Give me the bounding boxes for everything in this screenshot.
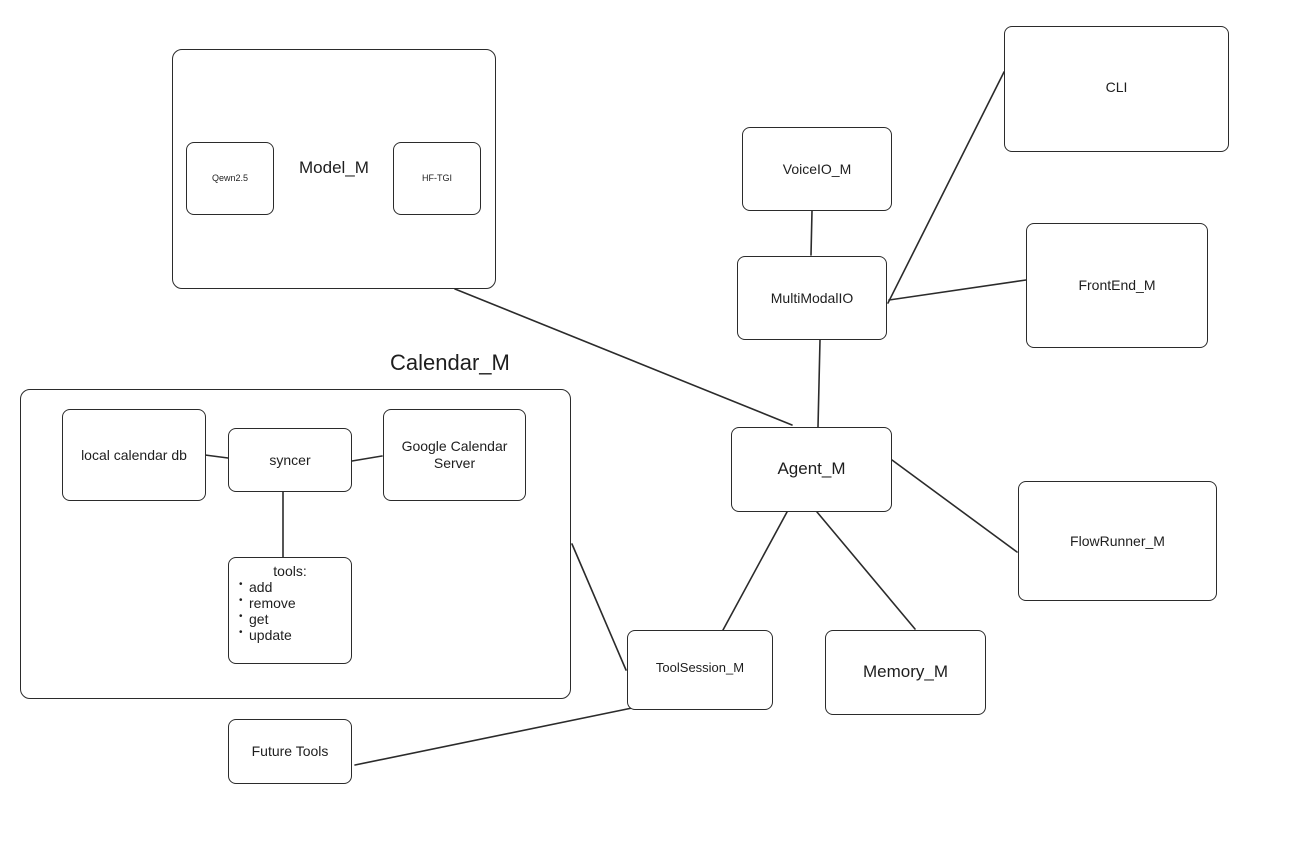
model-module — [172, 49, 496, 289]
multimodal-io-label: MultiModalIO — [770, 289, 854, 306]
edge-multimodal-agent — [817, 339, 821, 428]
model-module-title: Model_M — [299, 158, 369, 177]
tool-item-update: update — [239, 625, 351, 643]
edge-toolsession-future — [354, 707, 633, 766]
calendar-module-title: Calendar_M — [390, 350, 510, 375]
tools-list: add remove get update — [229, 577, 351, 643]
edge-calendar-toolsession — [571, 543, 627, 671]
edge-agent-toolsession — [722, 511, 788, 631]
frontend-node: FrontEnd_M — [1026, 223, 1208, 348]
edge-cli-multimodal — [887, 71, 1005, 304]
toolsession-node: ToolSession_M — [627, 630, 773, 710]
google-calendar-server-label: Google Calendar Server — [401, 438, 508, 471]
cli-node: CLI — [1004, 26, 1229, 152]
agent-node: Agent_M — [731, 427, 892, 512]
edge-agent-flowrunner — [891, 459, 1018, 553]
frontend-label: FrontEnd_M — [1078, 277, 1156, 294]
memory-node: Memory_M — [825, 630, 986, 715]
qwen-node: Qewn2.5 — [186, 142, 274, 215]
flowrunner-label: FlowRunner_M — [1070, 532, 1165, 549]
calendar-module — [20, 389, 571, 699]
local-calendar-db-node: local calendar db — [62, 409, 206, 501]
cli-label: CLI — [1105, 78, 1128, 95]
syncer-label: syncer — [269, 451, 311, 468]
tool-item-remove: remove — [239, 593, 351, 611]
voice-io-label: VoiceIO_M — [782, 160, 852, 177]
edge-model-agent — [454, 288, 793, 426]
hf-tgi-label: HF-TGI — [422, 173, 452, 184]
local-calendar-db-label: local calendar db — [81, 446, 187, 463]
syncer-node: syncer — [228, 428, 352, 492]
toolsession-label: ToolSession_M — [655, 660, 745, 676]
tools-title: tools: — [273, 563, 307, 579]
edge-frontend-multimodal — [888, 279, 1027, 301]
tool-item-get: get — [239, 609, 351, 627]
flowrunner-node: FlowRunner_M — [1018, 481, 1217, 601]
google-calendar-server-node: Google Calendar Server — [383, 409, 526, 501]
qwen-label: Qewn2.5 — [211, 173, 249, 184]
edge-syncer-google — [351, 455, 383, 462]
voice-io-node: VoiceIO_M — [742, 127, 892, 211]
agent-label: Agent_M — [777, 459, 846, 479]
edge-agent-memory — [816, 511, 916, 630]
hf-tgi-node: HF-TGI — [393, 142, 481, 215]
multimodal-io-node: MultiModalIO — [737, 256, 887, 340]
tool-item-add: add — [239, 577, 351, 595]
future-tools-label: Future Tools — [251, 743, 329, 760]
future-tools-node: Future Tools — [228, 719, 352, 784]
edge-voice-multimodal — [810, 210, 813, 256]
memory-label: Memory_M — [862, 662, 948, 682]
calendar-tools-node: tools: add remove get update — [228, 557, 352, 664]
edge-localdb-syncer — [204, 454, 229, 459]
